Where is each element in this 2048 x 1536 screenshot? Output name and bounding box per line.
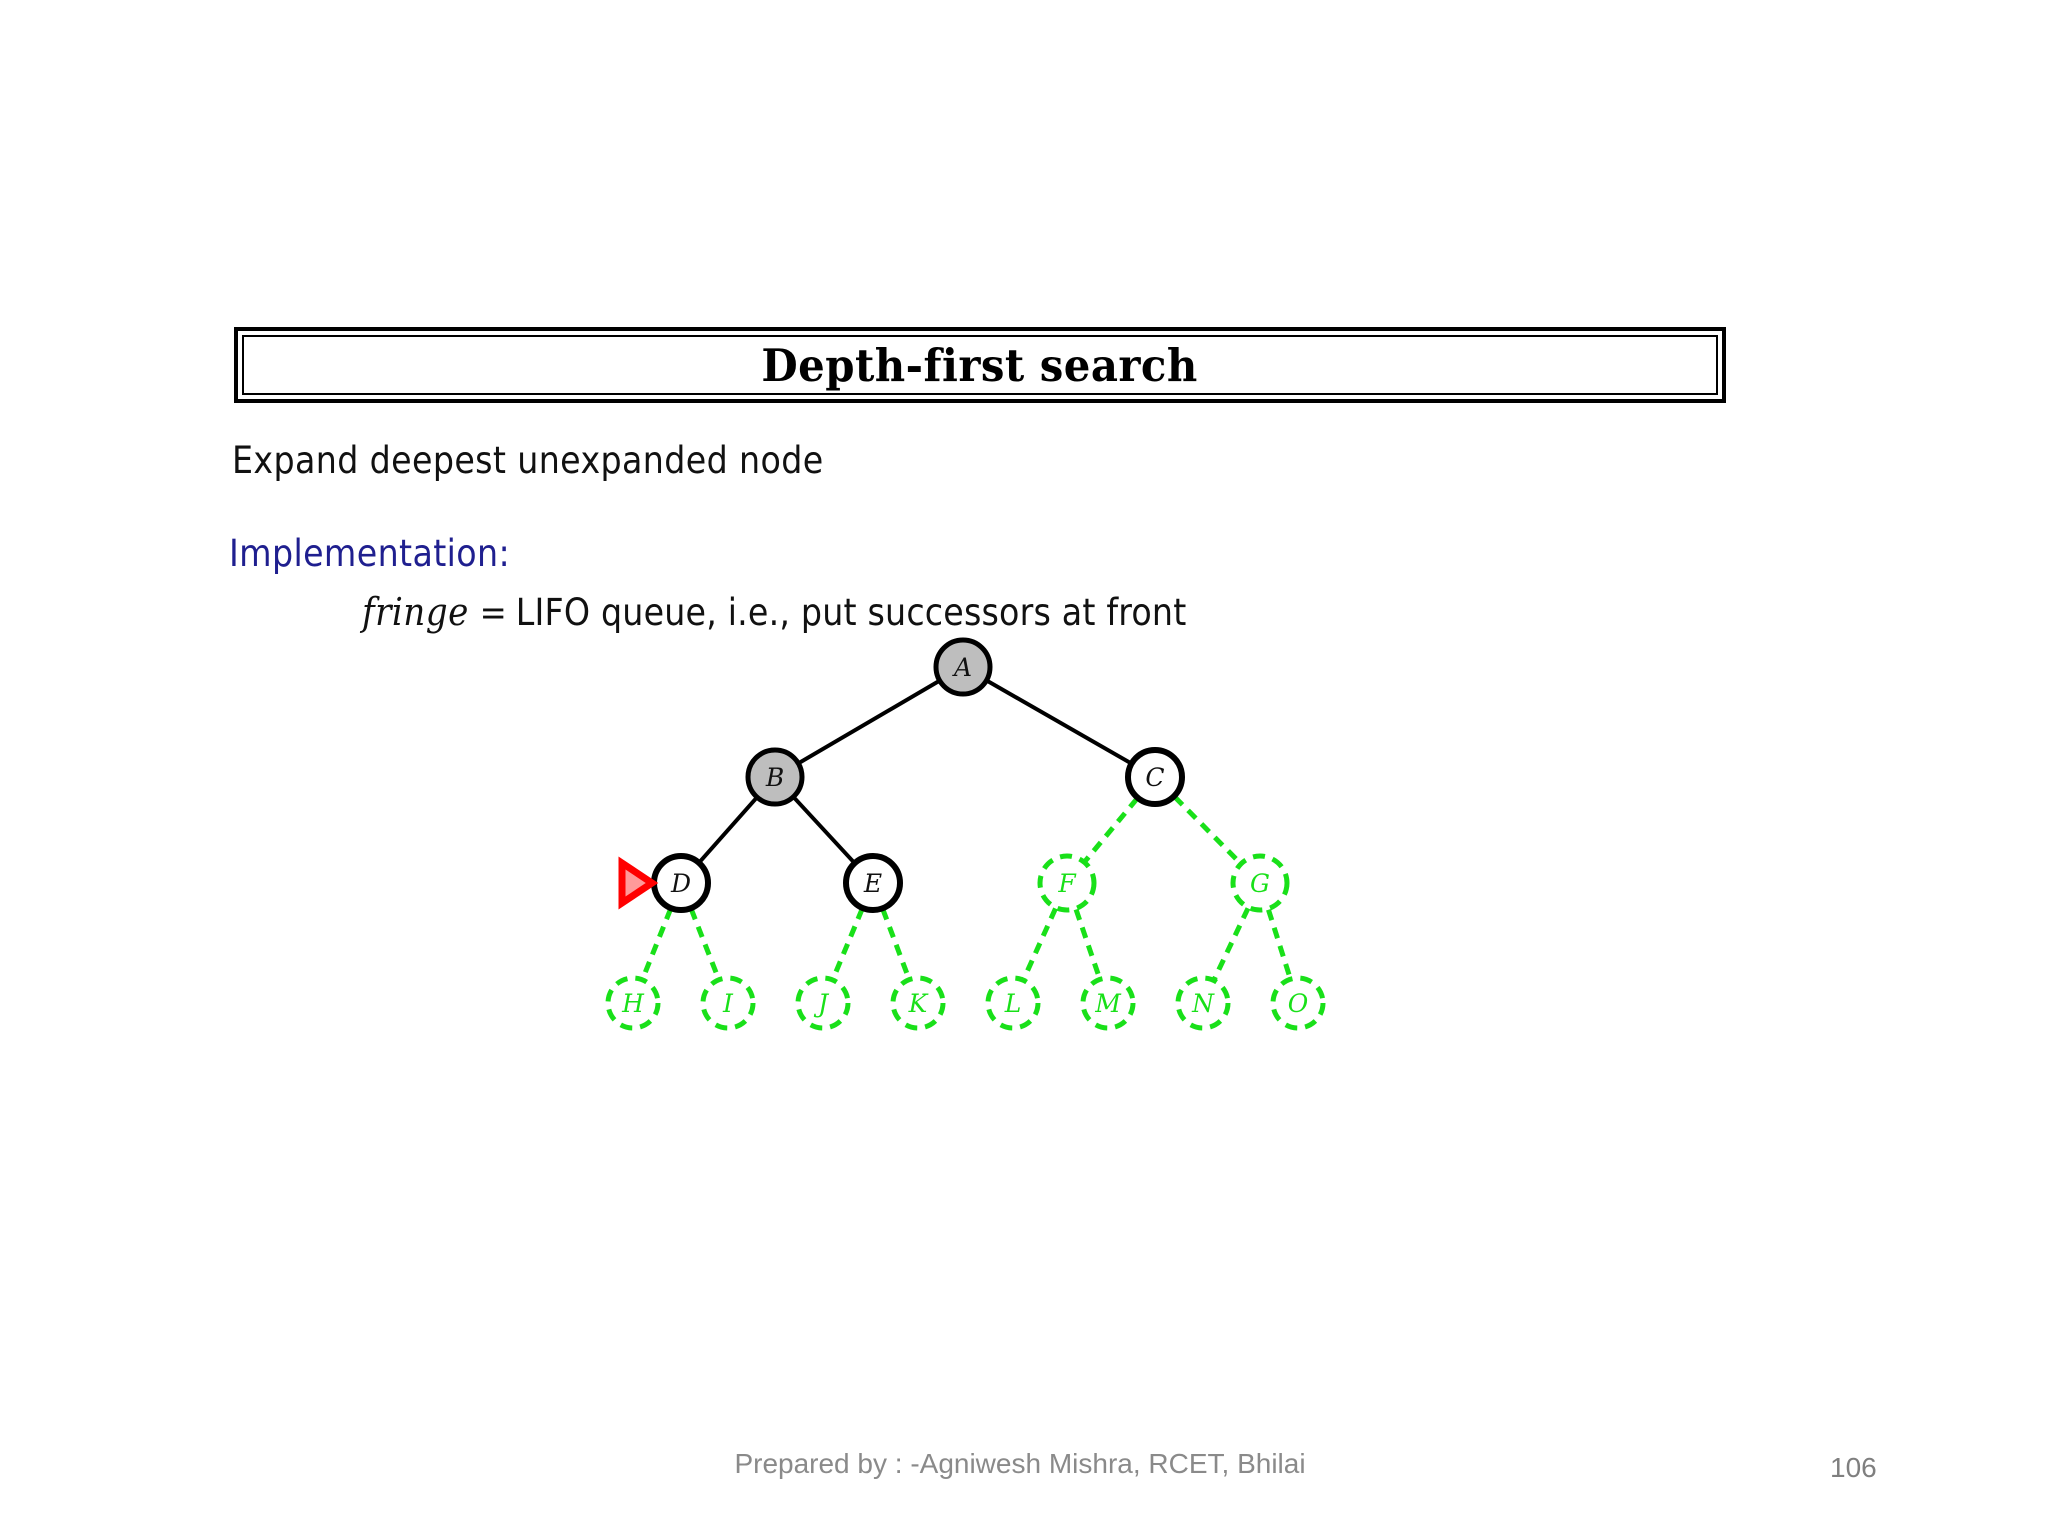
node-circle-O bbox=[1270, 975, 1326, 1031]
node-label-O: O bbox=[1288, 989, 1309, 1018]
node-circle-I bbox=[700, 975, 756, 1031]
node-circle-N bbox=[1175, 975, 1231, 1031]
footer-credit: Prepared by : -Agniwesh Mishra, RCET, Bh… bbox=[734, 1448, 1306, 1479]
tree-edge-G-O bbox=[1266, 908, 1293, 979]
tree-node-H[interactable]: H bbox=[605, 975, 661, 1031]
node-label-I: I bbox=[722, 989, 734, 1018]
tree-node-J[interactable]: J bbox=[795, 975, 851, 1031]
node-label-J: J bbox=[813, 989, 830, 1018]
tree-node-N[interactable]: N bbox=[1175, 975, 1231, 1031]
fringe-definition-text: LIFO queue, i.e., put successors at fron… bbox=[515, 591, 1187, 634]
node-label-N: N bbox=[1191, 989, 1215, 1018]
node-circle-F bbox=[1037, 853, 1097, 913]
page-number: 106 bbox=[1830, 1452, 1877, 1483]
fringe-variable: fringe bbox=[362, 590, 469, 634]
tree-node-F[interactable]: F bbox=[1037, 853, 1097, 913]
node-label-L: L bbox=[1004, 989, 1022, 1018]
tree-edge-C-G bbox=[1172, 795, 1243, 865]
search-tree-svg: A B C D E F G H I J K L M N O bbox=[605, 637, 1326, 1031]
node-circle-H bbox=[605, 975, 661, 1031]
equals-sign: = bbox=[479, 593, 507, 634]
node-label-G: G bbox=[1250, 869, 1270, 898]
node-label-M: M bbox=[1094, 989, 1122, 1018]
node-circle-A bbox=[933, 637, 993, 697]
tree-edge-A-B bbox=[798, 679, 940, 765]
tree-node-G[interactable]: G bbox=[1230, 853, 1290, 913]
title-box: Depth-first search bbox=[234, 327, 1726, 403]
node-label-A: A bbox=[952, 653, 972, 682]
node-circle-J bbox=[795, 975, 851, 1031]
tree-node-I[interactable]: I bbox=[700, 975, 756, 1031]
expand-description: Expand deepest unexpanded node bbox=[232, 439, 824, 482]
node-circle-E bbox=[843, 853, 903, 913]
tree-node-M[interactable]: M bbox=[1080, 975, 1136, 1031]
right-triangle-pointer-icon bbox=[618, 856, 659, 910]
node-circle-C bbox=[1125, 747, 1185, 807]
tree-node-C[interactable]: C bbox=[1125, 747, 1185, 807]
tree-edge-B-E bbox=[792, 796, 856, 864]
node-label-B: B bbox=[765, 763, 784, 792]
node-label-K: K bbox=[908, 989, 929, 1018]
node-circle-G bbox=[1230, 853, 1290, 913]
tree-edge-E-J bbox=[830, 907, 865, 980]
node-circle-B bbox=[745, 747, 805, 807]
tree-node-D[interactable]: D bbox=[651, 853, 711, 913]
tree-edge-D-I bbox=[688, 908, 721, 980]
search-tree-diagram: A B C D E F G H I J K L M N O bbox=[560, 620, 1400, 1060]
tree-node-A[interactable]: A bbox=[933, 637, 993, 697]
tree-edge-D-H bbox=[640, 908, 673, 980]
node-label-F: F bbox=[1057, 869, 1077, 898]
tree-edge-F-M bbox=[1073, 908, 1102, 980]
implementation-heading: Implementation: bbox=[229, 532, 511, 575]
node-label-H: H bbox=[621, 989, 645, 1018]
node-label-E: E bbox=[863, 869, 882, 898]
node-circle-L bbox=[985, 975, 1041, 1031]
tree-node-K[interactable]: K bbox=[890, 975, 946, 1031]
node-circle-K bbox=[890, 975, 946, 1031]
tree-edge-G-N bbox=[1211, 907, 1251, 981]
tree-edge-E-K bbox=[880, 908, 912, 980]
tree-node-L[interactable]: L bbox=[985, 975, 1041, 1031]
fringe-definition: fringe = LIFO queue, i.e., put successor… bbox=[362, 593, 1186, 632]
title-inner-border: Depth-first search bbox=[242, 335, 1718, 395]
tree-edge-F-L bbox=[1021, 907, 1058, 981]
node-label-C: C bbox=[1145, 763, 1164, 792]
tree-node-O[interactable]: O bbox=[1270, 975, 1326, 1031]
tree-edges bbox=[640, 679, 1293, 981]
tree-node-E[interactable]: E bbox=[843, 853, 903, 913]
node-label-D: D bbox=[670, 869, 691, 898]
tree-edge-A-C bbox=[986, 679, 1132, 765]
tree-nodes: A B C D E F G H I J K L M N O bbox=[605, 637, 1326, 1031]
page-title: Depth-first search bbox=[761, 338, 1199, 392]
tree-edge-C-F bbox=[1082, 796, 1140, 864]
current-node-pointer bbox=[618, 856, 659, 910]
tree-edge-B-D bbox=[698, 796, 758, 864]
tree-node-B[interactable]: B bbox=[745, 747, 805, 807]
node-circle-M bbox=[1080, 975, 1136, 1031]
